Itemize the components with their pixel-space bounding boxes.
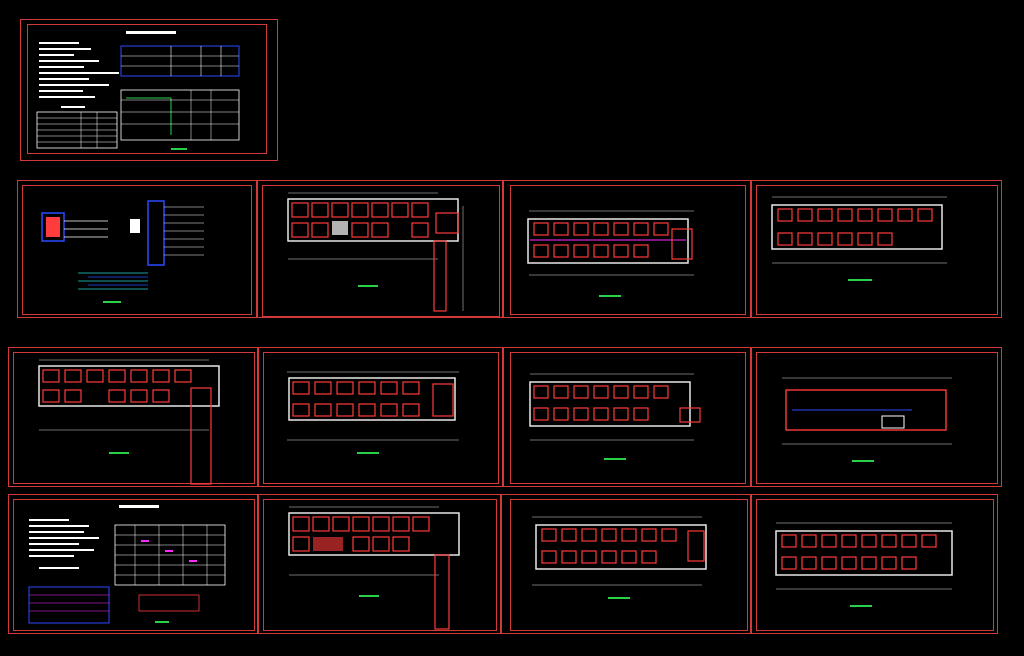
sheet-border <box>756 352 998 484</box>
sheet-border <box>510 185 746 315</box>
sheet-border <box>13 499 255 631</box>
floor-plan-4-drawing <box>38 359 220 485</box>
sheet-floor-plan-1[interactable] <box>257 180 503 318</box>
design-notes-drawing <box>36 31 240 150</box>
system-diagram-drawing <box>41 200 204 303</box>
sheet-floor-plan-5[interactable] <box>258 347 503 487</box>
sheet-system-diagram[interactable] <box>17 180 257 318</box>
sheet-roof-plan[interactable] <box>751 347 1002 487</box>
sheet-border <box>510 352 746 484</box>
floor-plan-9-drawing <box>775 522 953 607</box>
sheet-floor-plan-2[interactable] <box>503 180 751 318</box>
floor-plan-5-drawing <box>287 371 459 454</box>
floor-plan-7-drawing <box>288 506 460 630</box>
sheet-floor-plan-6[interactable] <box>503 347 751 487</box>
sheet-border <box>22 185 252 315</box>
floor-plan-8-drawing <box>532 516 707 599</box>
sheet-border <box>263 499 497 631</box>
sheet-border <box>510 499 748 631</box>
sheet-border <box>756 499 994 631</box>
sheet-floor-plan-4[interactable] <box>8 347 258 487</box>
sheet-floor-plan-7[interactable] <box>258 494 501 634</box>
sheet-design-notes[interactable] <box>20 19 278 161</box>
sheet-border <box>13 352 255 484</box>
floor-plan-6-drawing <box>529 373 701 460</box>
sheet-border <box>27 24 267 154</box>
sheet-border <box>262 185 500 317</box>
roof-plan-drawing <box>782 377 952 462</box>
sheet-floor-plan-9[interactable] <box>751 494 998 634</box>
sheet-floor-plan-3[interactable] <box>751 180 1002 318</box>
sheet-floor-plan-8[interactable] <box>501 494 751 634</box>
sheet-border <box>263 352 499 484</box>
sheet-material-legend[interactable] <box>8 494 258 634</box>
floor-plan-3-drawing <box>771 196 947 281</box>
sheet-border <box>756 185 998 315</box>
floor-plan-2-drawing <box>527 210 694 297</box>
floor-plan-1-drawing <box>287 192 464 312</box>
material-legend-drawing <box>28 505 226 624</box>
